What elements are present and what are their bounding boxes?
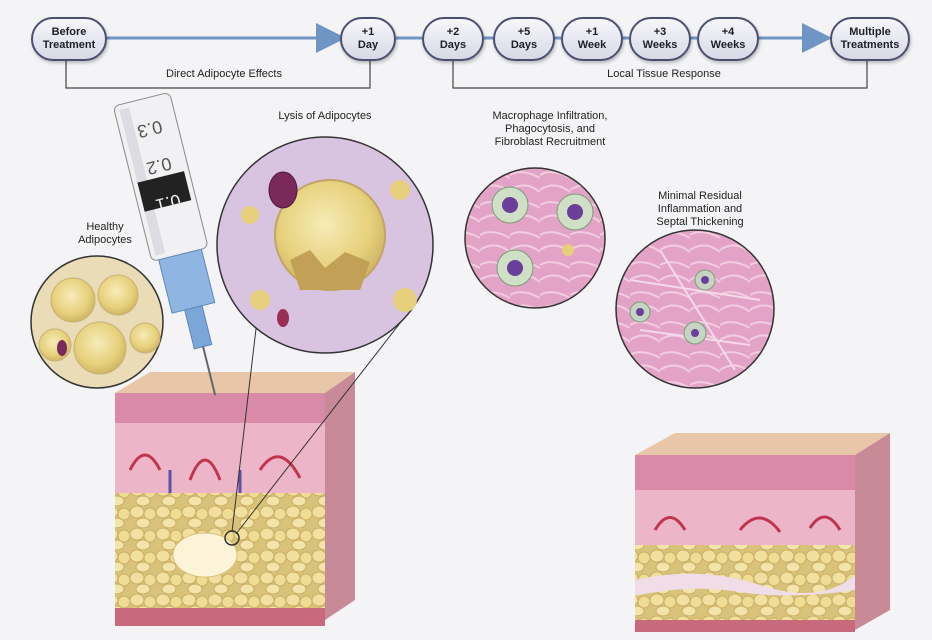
node-label: +3 Weeks	[642, 26, 678, 51]
node-label: +1 Day	[357, 26, 379, 51]
label-healthy-adipocytes: Healthy Adipocytes	[78, 221, 132, 246]
lysis-inset	[216, 136, 434, 354]
node-label: Multiple Treatments	[840, 26, 900, 51]
node-plus-2-days: +2 Days	[422, 17, 484, 61]
skin-block-treated	[115, 294, 419, 626]
node-label: +5 Days	[510, 26, 538, 51]
node-multiple-treatments: Multiple Treatments	[830, 17, 910, 61]
syringe: 0.3 0.2 0.1	[114, 93, 217, 396]
skin-block-result	[635, 433, 890, 632]
node-plus-3-weeks: +3 Weeks	[629, 17, 691, 61]
label-macrophage-infiltration: Macrophage Infiltration, Phagocytosis, a…	[492, 110, 608, 148]
label-minimal-residual-inflammation: Minimal Residual Inflammation and Septal…	[656, 190, 744, 228]
node-label: +1 Week	[577, 26, 607, 51]
node-label: +4 Weeks	[710, 26, 746, 51]
healthy-adipocytes-inset	[30, 255, 164, 389]
node-plus-1-day: +1 Day	[340, 17, 396, 61]
node-plus-5-days: +5 Days	[493, 17, 555, 61]
node-label: +2 Days	[439, 26, 467, 51]
minimal-residual-inset	[615, 229, 775, 389]
node-plus-4-weeks: +4 Weeks	[697, 17, 759, 61]
node-plus-1-week: +1 Week	[561, 17, 623, 61]
timeline-lines	[65, 23, 868, 89]
phase-local-tissue-response: Local Tissue Response	[575, 68, 753, 80]
label-lysis-of-adipocytes: Lysis of Adipocytes	[278, 110, 372, 122]
node-label: Before Treatment	[42, 26, 96, 51]
phase-direct-adipocyte-effects: Direct Adipocyte Effects	[140, 68, 308, 80]
macrophage-inset	[464, 167, 606, 309]
node-before-treatment: Before Treatment	[31, 17, 107, 61]
